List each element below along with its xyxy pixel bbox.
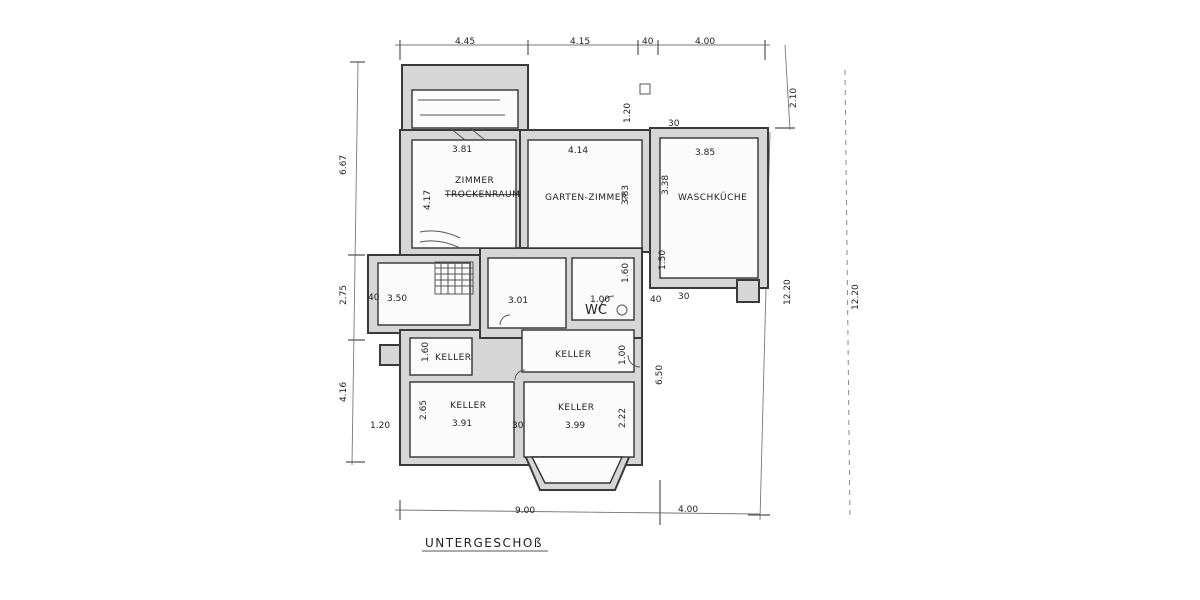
dim-top-4: 4.00 (695, 37, 715, 47)
dim-mid-6-50: 6.50 (655, 365, 665, 385)
bottom-dimension-line (394, 480, 761, 525)
dim-h-100: 1.00 (618, 345, 628, 365)
room-keller-small (409, 337, 473, 376)
room-hall (487, 257, 567, 329)
dim-small-120: 1.20 (623, 103, 633, 123)
dim-h-265: 2.65 (419, 400, 429, 420)
dim-top-3: 40 (642, 37, 654, 47)
dim-right-3: 12.20 (851, 284, 861, 310)
label-keller-mid: KELLER (555, 350, 592, 360)
dim-w-414: 4.14 (568, 146, 588, 156)
wc-fixture (616, 304, 628, 316)
left-dimension-line (346, 61, 365, 466)
label-trockenraum: TROCKENRAUM (444, 190, 520, 200)
room-waschkueche (659, 137, 759, 279)
dim-w-391: 3.91 (452, 419, 472, 429)
room-keller-right (523, 381, 635, 458)
dim-w-301: 3.01 (508, 296, 528, 306)
dim-h-160b: 1.60 (421, 342, 431, 362)
dim-h-383: 3.83 (621, 185, 631, 205)
room-interiors (377, 137, 759, 484)
dim-w-381: 3.81 (452, 145, 472, 155)
dim-small-30c: 30 (668, 119, 680, 129)
doors (499, 83, 651, 381)
dim-w-385: 3.85 (695, 148, 715, 158)
dim-h-338: 3.38 (661, 175, 671, 195)
label-waschkueche: WASCHKÜCHE (678, 192, 747, 203)
top-dimension-line (395, 40, 770, 60)
dim-left-1: 6.67 (339, 155, 349, 175)
room-garten-zimmer (527, 139, 643, 249)
label-garten-zimmer: GARTEN-ZIMMER (545, 193, 628, 203)
dim-left-3: 4.16 (339, 382, 349, 402)
staircase (418, 99, 505, 295)
dim-h-160: 1.60 (621, 263, 631, 283)
dim-small-40b: 40 (650, 295, 662, 305)
dim-right-1: 2.10 (789, 88, 799, 108)
label-keller-left: KELLER (450, 401, 487, 411)
dim-w-399: 3.99 (565, 421, 585, 431)
dim-left-4: 1.20 (370, 421, 390, 431)
room-wc (571, 257, 635, 321)
dim-small-30b: 30 (678, 292, 690, 302)
dim-right-2: 12.20 (783, 279, 793, 305)
dim-w-350: 3.50 (387, 294, 407, 304)
room-zimmer (411, 139, 517, 249)
label-zimmer: ZIMMER (455, 176, 494, 186)
label-wc: WC (585, 303, 607, 318)
room-keller-left (409, 381, 515, 458)
dim-small-30a: 30 (512, 421, 524, 431)
dim-small-100: 1.00 (590, 295, 610, 305)
plan-title: UNTERGESCHOß (425, 536, 543, 550)
dim-top-2: 4.15 (570, 37, 590, 47)
dim-h-222: 2.22 (618, 408, 628, 428)
dim-small-40a: 40 (368, 293, 380, 303)
dim-left-2: 2.75 (339, 285, 349, 305)
room-labels: ZIMMER TROCKENRAUM GARTEN-ZIMMER WASCHKÜ… (435, 176, 747, 413)
label-keller-small: KELLER (435, 353, 472, 363)
room-keller-mid (521, 329, 635, 373)
dim-top-1: 4.45 (455, 37, 475, 47)
dim-h-150: 1.50 (658, 250, 668, 270)
dimension-labels: 4.45 4.15 40 4.00 6.67 2.75 4.16 1.20 2.… (339, 37, 861, 516)
dim-bottom-1: 9.00 (515, 506, 535, 516)
dim-bottom-2: 4.00 (678, 505, 698, 515)
label-keller-right: KELLER (558, 403, 595, 413)
dim-h-417: 4.17 (423, 190, 433, 210)
